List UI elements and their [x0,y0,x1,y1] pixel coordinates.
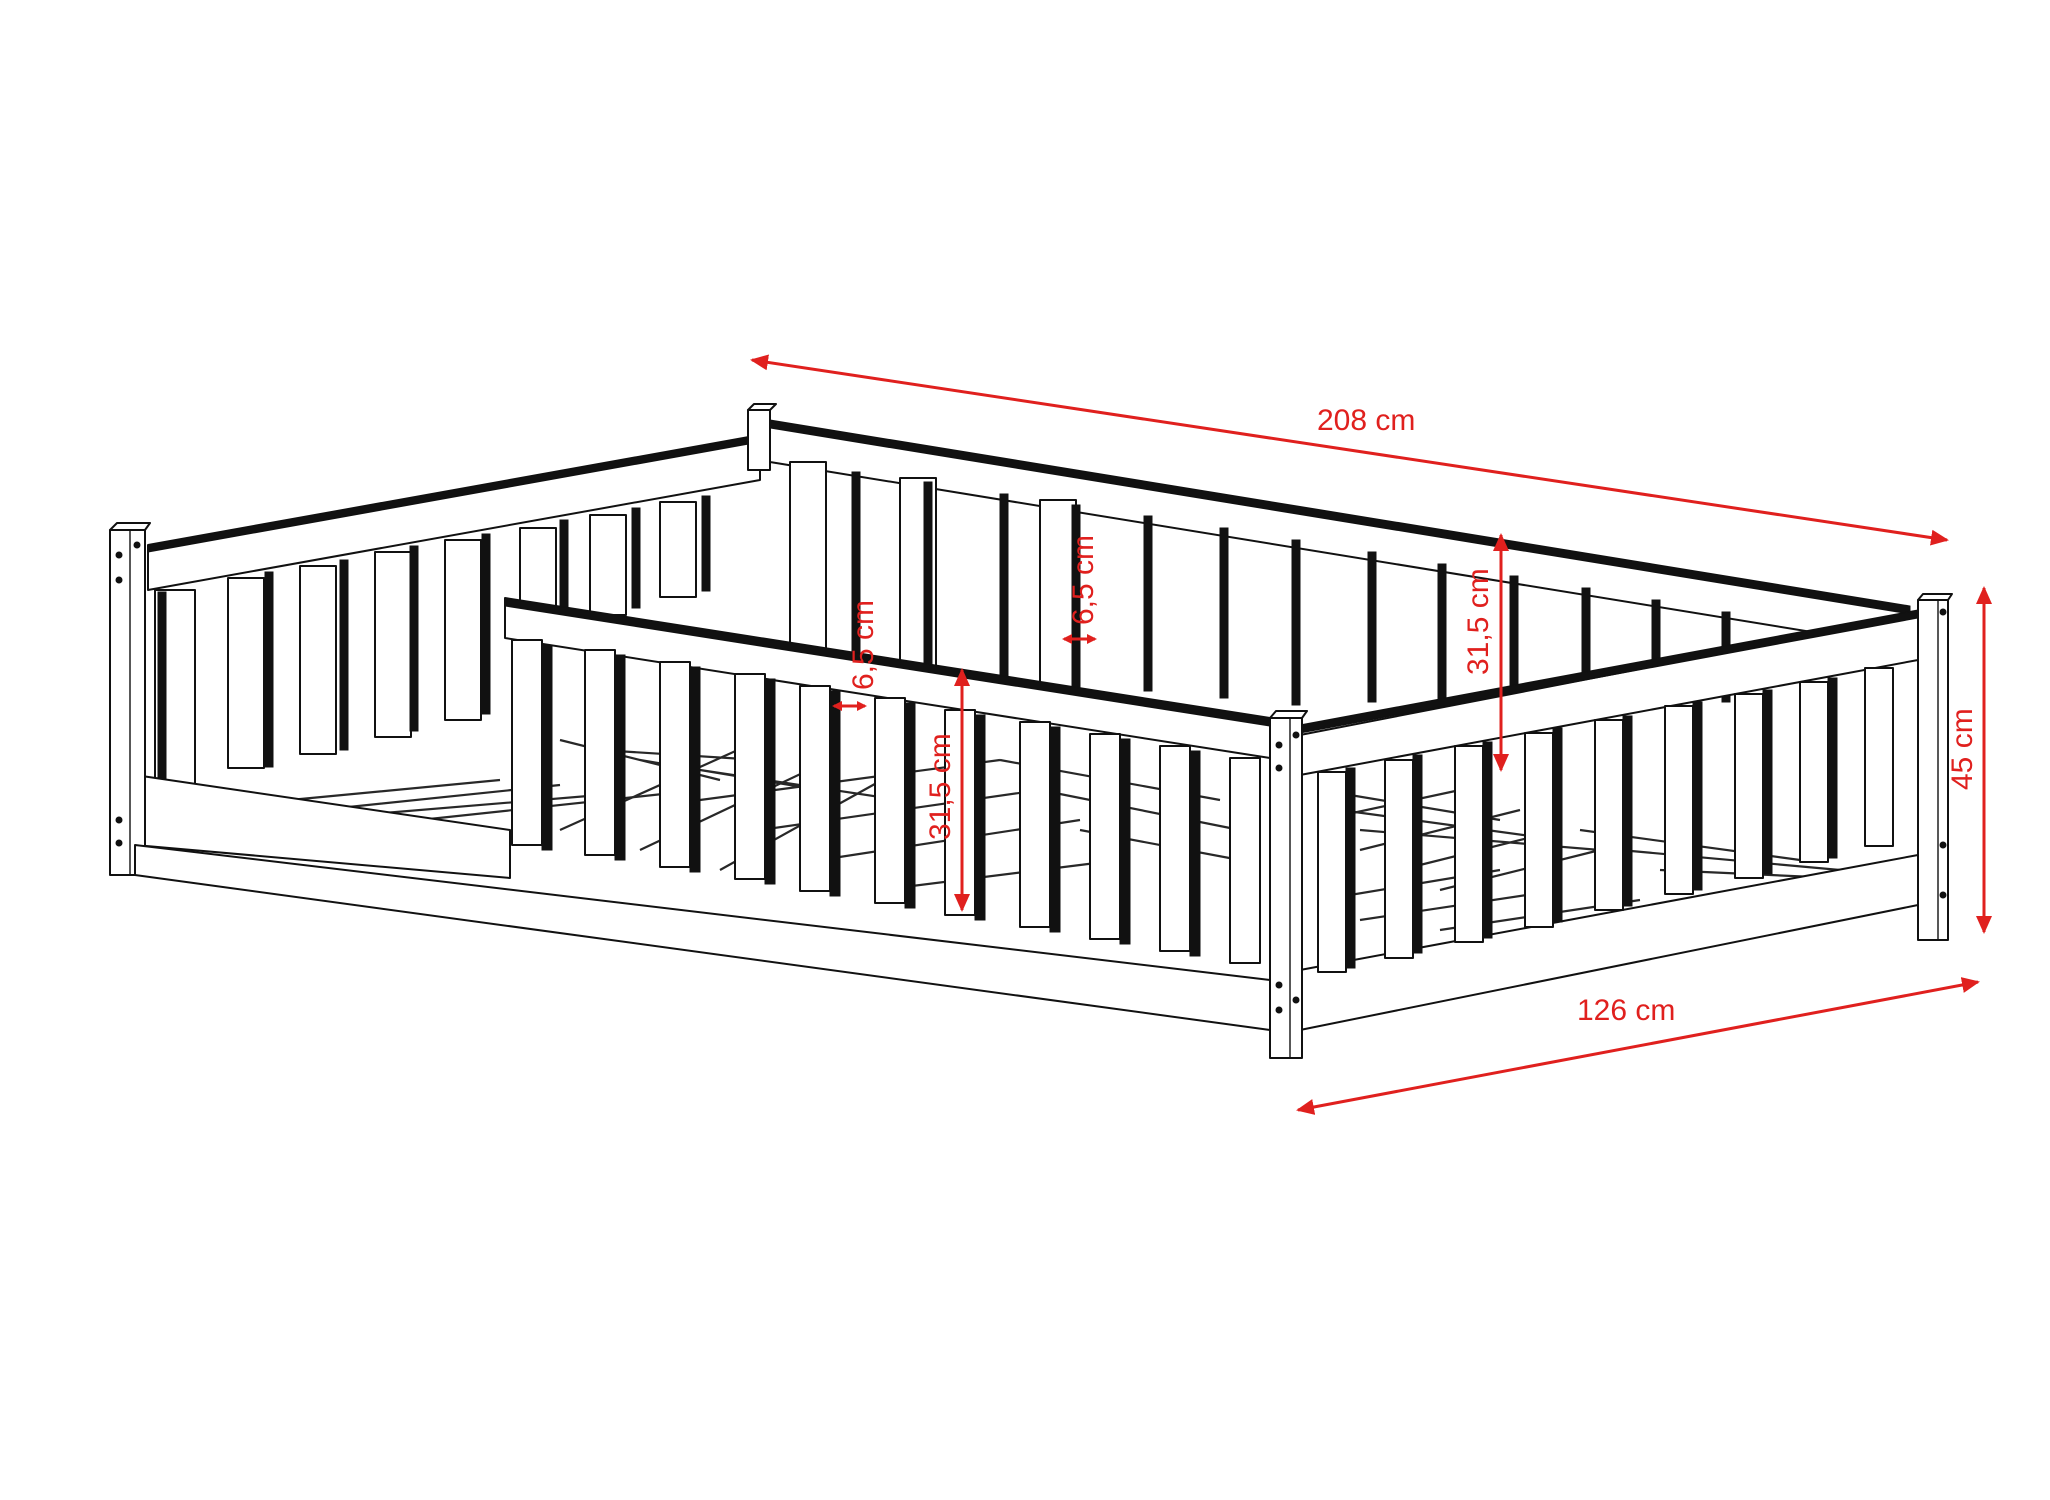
bed-frame [109,403,1953,1059]
dimension-slat-gap-front-label: 6,5 cm [847,600,880,690]
dimension-rail-height-front-label: 31,5 cm [924,733,957,840]
dimension-rail-height-back-label: 31,5 cm [1462,568,1495,675]
dimension-slat-gap-front: 6,5 cm [832,600,880,711]
dimension-slat-gap-back-label: 6,5 cm [1067,535,1100,625]
dimension-width-label: 126 cm [1577,994,1675,1027]
post-front-left [109,522,151,876]
front-side-slats [511,639,1261,964]
dimension-rail-height-back: 31,5 cm [1462,533,1509,772]
post-front-right [1269,710,1308,1059]
dimension-length-label: 208 cm [1317,404,1415,437]
dimension-annotations: 208 cm 126 cm 45 cm 31,5 cm 31,5 cm 6,5 … [750,354,1992,1115]
right-end-slats [1317,667,1894,973]
post-back-right [1917,593,1953,941]
dimension-height-label: 45 cm [1946,708,1979,790]
dimension-height: 45 cm [1946,586,1992,934]
dimension-length: 208 cm [750,354,1949,546]
dimension-rail-height-front: 31,5 cm [924,668,970,912]
dimension-slat-gap-back: 6,5 cm [1062,535,1100,644]
right-end-rail [1299,609,1919,1031]
left-end-slats [154,495,711,786]
front-side-rail [134,597,1271,1031]
left-end-rail [147,434,761,786]
dimension-width: 126 cm [1296,977,1980,1115]
